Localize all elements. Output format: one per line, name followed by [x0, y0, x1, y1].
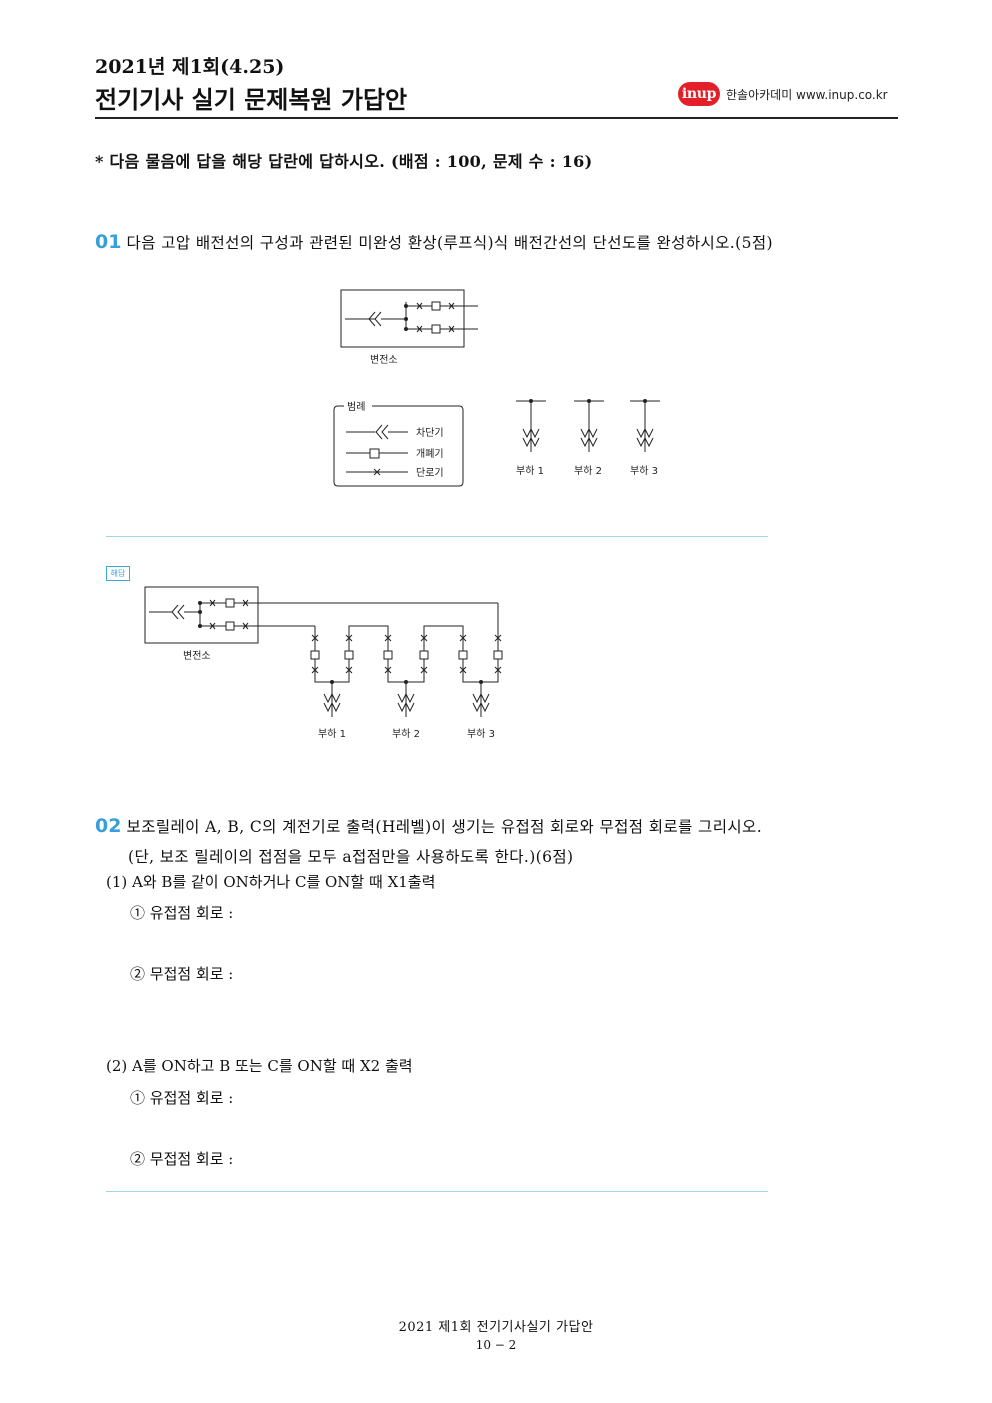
breaker-symbol: [368, 311, 382, 327]
contact-circuit-answer-field: ① 유접점 회로 :: [130, 1089, 234, 1107]
subquestion-2: (2) A를 ON하고 B 또는 C를 ON할 때 X2 출력: [106, 1057, 413, 1075]
load-label: 부하 3: [467, 727, 495, 740]
page-number: 10 − 2: [475, 1338, 517, 1352]
breaker-symbol: [310, 650, 320, 660]
disconnector-symbol: [311, 666, 319, 674]
inup-logo: inup: [678, 82, 720, 106]
exam-date: 2021년 제1회(4.25): [95, 56, 285, 78]
disconnector-symbol: [345, 634, 353, 642]
load-label: 부하 1: [318, 727, 346, 740]
breaker-symbol: [419, 650, 429, 660]
answer-divider: [106, 1191, 768, 1192]
answer-badge: 해답: [106, 566, 130, 581]
disconnector-symbol: [420, 666, 428, 674]
disconnector-symbol: [384, 634, 392, 642]
substation-box: [340, 289, 465, 348]
contact-circuit-answer-field: ① 유접점 회로 :: [130, 904, 234, 922]
contactless-circuit-answer-field: ② 무접점 회로 :: [130, 1150, 234, 1168]
q1-answer-diagram: 변전소 부하 1 부하 2 부하 3: [144, 586, 503, 740]
load-label: 부하 3: [630, 464, 658, 477]
load-label: 부하 1: [516, 464, 544, 477]
question-1: 01 다음 고압 배전선의 구성과 관련된 미완성 환상(루프식)식 배전간선의…: [95, 231, 773, 253]
question-number: 02: [95, 815, 122, 837]
load-label: 부하 2: [574, 464, 602, 477]
disconnector-symbol: [311, 634, 319, 642]
legend-box: [333, 405, 464, 487]
brand-text: 한솔아카데미 www.inup.co.kr: [726, 88, 888, 102]
disconnector-symbol: [420, 634, 428, 642]
question-text: 다음 고압 배전선의 구성과 관련된 미완성 환상(루프식)식 배전간선의 단선…: [126, 234, 773, 252]
legend-item: 단로기: [416, 467, 444, 479]
subquestion-1: (1) A와 B를 같이 ON하거나 C를 ON할 때 X1출력: [106, 873, 436, 891]
disconnector-symbol: [459, 634, 467, 642]
disconnector-symbol: [494, 634, 502, 642]
footer-title: 2021 제1회 전기기사실기 가답안: [398, 1320, 594, 1335]
disconnector-symbol: [384, 666, 392, 674]
disconnector-symbol: [459, 666, 467, 674]
legend-item: 개폐기: [416, 448, 444, 460]
legend-title: 범례: [347, 401, 365, 413]
q1-problem-diagram: 변전소 범례 차단기 개폐기 단로기 부하 1 부하 2 부하 3: [333, 289, 660, 487]
instructions: * 다음 물음에 답을 해당 답란에 답하시오. (배점 : 100, 문제 수…: [95, 152, 593, 171]
breaker-symbol: [344, 650, 354, 660]
load-label: 부하 2: [392, 727, 420, 740]
breaker-symbol: [458, 650, 468, 660]
legend-item: 차단기: [416, 427, 444, 439]
substation-label: 변전소: [183, 650, 211, 662]
page-title: 전기기사 실기 문제복원 가답안: [95, 85, 408, 114]
contactless-circuit-answer-field: ② 무접점 회로 :: [130, 965, 234, 983]
question-note: (단, 보조 릴레이의 접점을 모두 a접점만을 사용하도록 한다.)(6점): [128, 848, 574, 866]
header-divider: [95, 117, 898, 119]
question-text: 보조릴레이 A, B, C의 계전기로 출력(H레벨)이 생기는 유접점 회로와…: [126, 818, 763, 836]
question-number: 01: [95, 231, 122, 253]
breaker-symbol: [383, 650, 393, 660]
disconnector-symbol: [494, 666, 502, 674]
question-2: 02 보조릴레이 A, B, C의 계전기로 출력(H레벨)이 생기는 유접점 …: [95, 815, 762, 837]
breaker-symbol: [493, 650, 503, 660]
disconnector-symbol: [345, 666, 353, 674]
substation-label: 변전소: [370, 354, 398, 366]
answer-divider: [106, 536, 768, 537]
